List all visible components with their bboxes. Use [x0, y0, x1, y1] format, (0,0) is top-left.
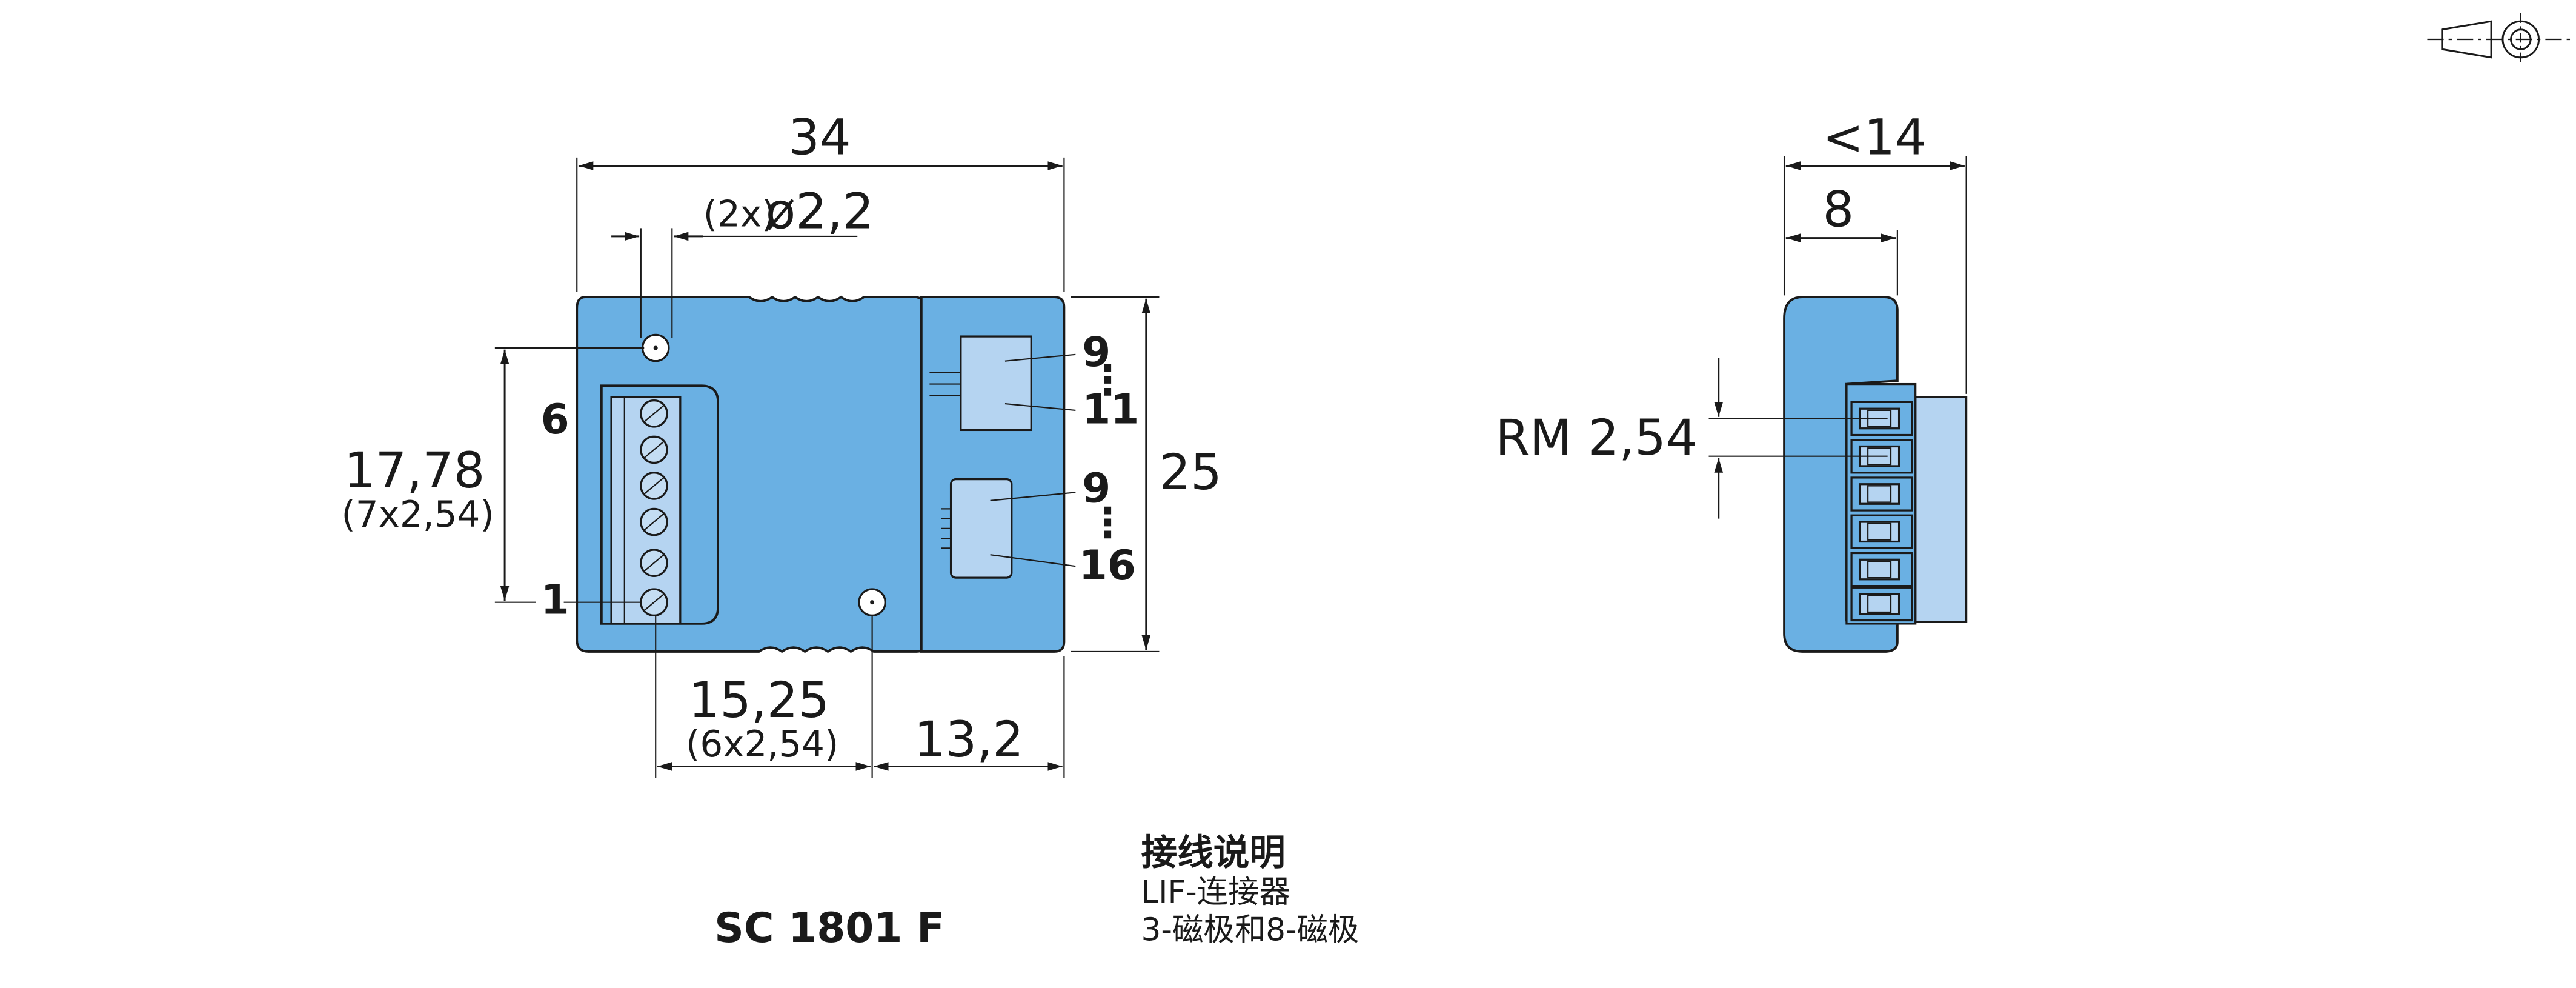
- terminal-strip: [610, 396, 682, 625]
- side-housing-body: [1783, 296, 1899, 653]
- terminal-pin-bottom-label: 1: [541, 576, 569, 624]
- upper-connector-first-pin: 9: [1082, 328, 1110, 376]
- dimension-hole-count: (2x): [703, 194, 776, 236]
- notes-line-2: 3-磁极和8-磁极: [1141, 912, 1359, 948]
- side-dimension-pitch: RM 2,54: [1495, 410, 1697, 467]
- lower-connector-first-pin: 9: [1082, 464, 1110, 512]
- dimension-width: 34: [788, 110, 851, 167]
- upper-connector-last-pin: 11: [1082, 386, 1139, 433]
- dimension-hole-diameter: ø2,2: [766, 183, 874, 240]
- model-title: SC 1801 F: [714, 904, 944, 952]
- dimension-bottom-right: 13,2: [914, 712, 1024, 769]
- dimension-height: 25: [1159, 444, 1221, 501]
- dimension-pitch-total: 17,78: [344, 442, 485, 499]
- dimension-pitch-total-sub: (7x2,54): [342, 494, 494, 536]
- side-dimension-total: <14: [1822, 110, 1926, 167]
- notes-line-1: LIF-连接器: [1141, 874, 1290, 910]
- lower-lif-connector: [949, 478, 1013, 579]
- terminal-screws: [640, 399, 668, 616]
- upper-lif-connector: [960, 335, 1032, 432]
- side-view: <14 8 RM 2,54: [1495, 110, 1968, 653]
- lower-connector-last-pin: 16: [1079, 541, 1136, 589]
- side-terminal-block: [1914, 396, 1968, 623]
- side-terminal-cells: [1850, 401, 1913, 622]
- upper-connector-ellipsis: ⋮: [1087, 356, 1128, 404]
- notes-heading: 接线说明: [1141, 832, 1286, 874]
- terminal-pin-top-label: 6: [541, 395, 569, 443]
- dimension-bottom-span-sub: (6x2,54): [686, 724, 838, 766]
- lower-connector-ellipsis: ⋮: [1087, 498, 1128, 546]
- third-angle-projection-icon: [2427, 13, 2571, 66]
- side-dimension-body: 8: [1823, 182, 1854, 239]
- dimension-bottom-span: 15,25: [689, 672, 830, 729]
- front-view: 9 ⋮ 11 9 ⋮ 16 6 1 34 (2x) ø2,2 25 17,78 …: [342, 110, 1222, 778]
